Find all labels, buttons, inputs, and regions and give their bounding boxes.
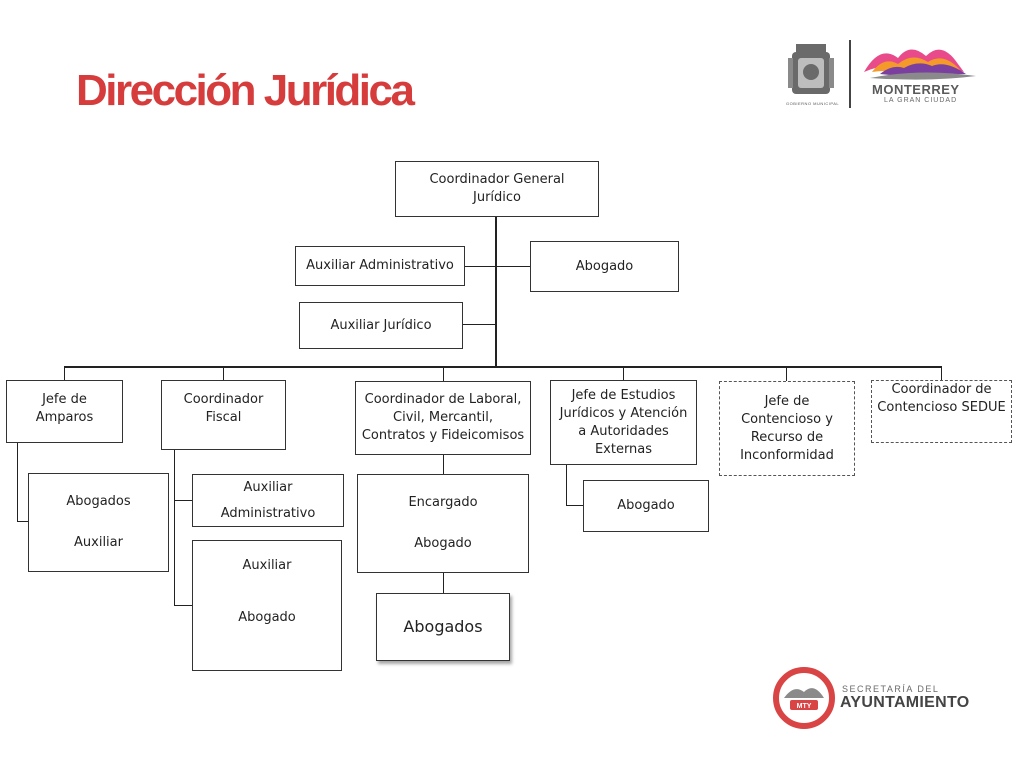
jefe-amparos-box: Jefe de Amparos xyxy=(6,380,123,443)
connector xyxy=(443,572,444,594)
fiscal-auxiliar-administrativo-box: Auxiliar Administrativo xyxy=(192,474,344,527)
laboral-encargado-box: Encargado Abogado xyxy=(357,474,529,573)
connector xyxy=(17,442,18,522)
mountain-logo-icon xyxy=(864,49,976,80)
coordinador-general-box: Coordinador General Jurídico xyxy=(395,161,599,217)
coat-of-arms-icon xyxy=(788,44,834,94)
fiscal-auxiliar-abogado-box: Auxiliar Abogado xyxy=(192,540,342,671)
city-name: MONTERREY xyxy=(872,82,960,97)
connector xyxy=(495,216,497,367)
connector xyxy=(464,266,530,267)
connector xyxy=(623,366,624,381)
connector xyxy=(566,464,567,506)
municipal-logo xyxy=(788,40,976,108)
connector xyxy=(223,366,224,381)
secretaria-line2: AYUNTAMIENTO xyxy=(840,694,970,711)
connector xyxy=(443,366,444,381)
connector xyxy=(566,505,584,506)
connector xyxy=(786,366,787,381)
page-title: Dirección Jurídica xyxy=(76,66,415,115)
laboral-abogados-box: Abogados xyxy=(376,593,510,661)
coordinador-laboral-box: Coordinador de Laboral, Civil, Mercantil… xyxy=(355,381,531,455)
mty-badge-icon: MTY xyxy=(773,667,835,729)
jefe-estudios-box: Jefe de Estudios Jurídicos y Atención a … xyxy=(550,380,697,465)
connector xyxy=(462,324,496,325)
mty-badge-text: MTY xyxy=(797,703,812,710)
connector xyxy=(17,521,29,522)
connector xyxy=(174,500,193,501)
jefe-contencioso-box: Jefe de Contencioso y Recurso de Inconfo… xyxy=(719,381,855,476)
auxiliar-administrativo-box: Auxiliar Administrativo xyxy=(295,246,465,286)
gobierno-text: GOBIERNO MUNICIPAL xyxy=(786,101,840,106)
connector xyxy=(443,454,444,475)
estudios-abogado-box: Abogado xyxy=(583,480,709,532)
connector xyxy=(64,366,65,381)
connector xyxy=(941,366,942,381)
connector xyxy=(64,366,942,368)
secretaria-logo: MTY xyxy=(773,667,835,729)
connector xyxy=(174,605,193,606)
abogados-auxiliar-box: Abogados Auxiliar xyxy=(28,473,169,572)
auxiliar-juridico-box: Auxiliar Jurídico xyxy=(299,302,463,349)
connector xyxy=(174,449,175,606)
coordinador-sedue-box: Coordinador de Contencioso SEDUE xyxy=(871,380,1012,443)
secretaria-line1: SECRETARÍA DEL xyxy=(842,684,940,694)
abogado-top-box: Abogado xyxy=(530,241,679,292)
city-tagline: LA GRAN CIUDAD xyxy=(884,97,958,104)
coordinador-fiscal-box: Coordinador Fiscal xyxy=(161,380,286,450)
